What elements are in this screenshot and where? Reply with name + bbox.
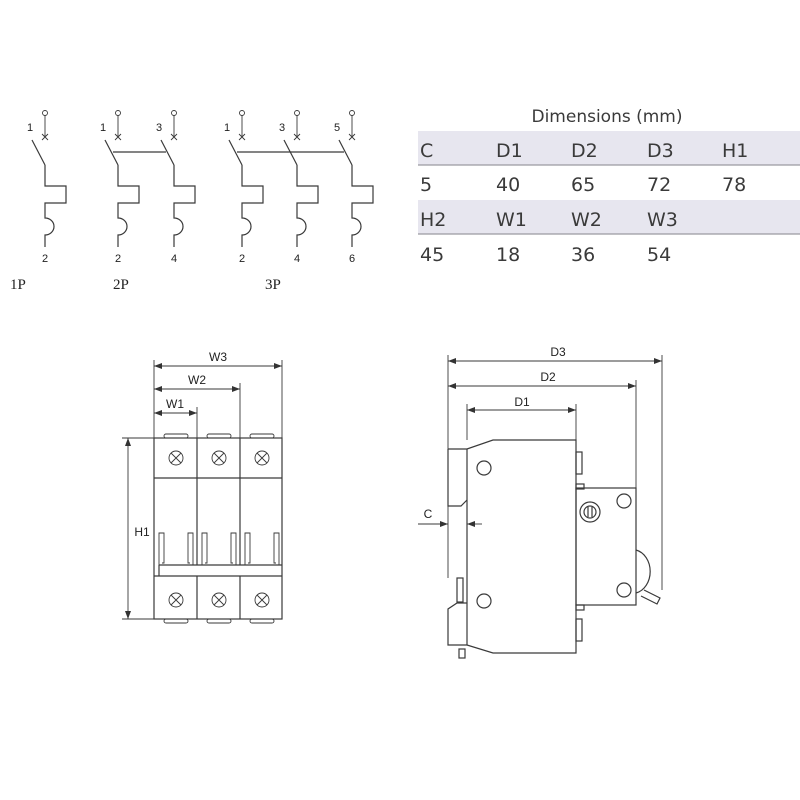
table-header-cell: W1 (496, 209, 527, 231)
pole-symbol: 12 (100, 110, 140, 265)
table-value-cell: 72 (647, 174, 671, 196)
header-band-1 (418, 131, 800, 165)
table-header-cell: D1 (496, 140, 523, 162)
top-tab (249, 433, 275, 439)
table-header-cell: H1 (722, 140, 748, 162)
terminal-in-label: 1 (224, 122, 230, 134)
table-header-cell: D3 (647, 140, 674, 162)
table-header-cell: W2 (571, 209, 602, 231)
w3-label: W3 (209, 350, 227, 364)
terminal-in-label: 3 (279, 122, 285, 134)
terminal-out-label: 2 (239, 253, 245, 265)
header-band-2 (418, 200, 800, 234)
table-title: Dimensions (mm) (531, 107, 682, 127)
pole-symbol: 12 (27, 110, 67, 265)
side-view: D3 D2 D1 C (418, 345, 663, 659)
c-label: C (424, 507, 433, 521)
table-value-cell: 65 (571, 174, 595, 196)
table-value-cell: 45 (420, 244, 444, 266)
table-value-cell: 78 (722, 174, 746, 196)
busbar-comb (158, 532, 194, 565)
table-value-cell: 36 (571, 244, 595, 266)
table-value-cell: 40 (496, 174, 520, 196)
terminal-screw-icon (168, 450, 184, 466)
top-tab (163, 433, 189, 439)
bottom-tab (249, 618, 275, 624)
pole-symbol: 56 (334, 110, 374, 265)
d1-label: D1 (514, 395, 530, 409)
d3-label: D3 (550, 345, 566, 359)
table-header-cell: C (420, 140, 433, 162)
pole-type-label: 3P (265, 277, 281, 293)
terminal-out-label: 4 (171, 253, 177, 265)
terminal-out-label: 2 (42, 253, 48, 265)
table-header-cell: H2 (420, 209, 446, 231)
busbar-comb (201, 532, 237, 565)
table-value-cell: 5 (420, 174, 432, 196)
terminal-in-label: 3 (156, 122, 162, 134)
table-header-cell: W3 (647, 209, 678, 231)
terminal-out-label: 6 (349, 253, 355, 265)
table-value-cell: 54 (647, 244, 671, 266)
pole-type-label: 1P (10, 277, 26, 293)
h1-label: H1 (134, 525, 150, 539)
bottom-tab (206, 618, 232, 624)
pole-type-label: 2P (113, 277, 129, 293)
terminal-screw-icon (254, 592, 270, 608)
w1-label: W1 (166, 397, 184, 411)
terminal-screw-icon (168, 592, 184, 608)
terminal-out-label: 4 (294, 253, 300, 265)
table-header-cell: D2 (571, 140, 598, 162)
terminal-in-label: 5 (334, 122, 340, 134)
terminal-in-label: 1 (100, 122, 106, 134)
busbar-comb (244, 532, 280, 565)
terminal-in-label: 1 (27, 122, 33, 134)
w2-label: W2 (188, 373, 206, 387)
d2-label: D2 (540, 370, 556, 384)
pole-symbol: 34 (156, 110, 196, 265)
bottom-tab (163, 618, 189, 624)
front-view: W3 W2 W1 H1 (122, 350, 283, 624)
top-tab (206, 433, 232, 439)
terminal-screw-icon (211, 450, 227, 466)
terminal-screw-icon (254, 450, 270, 466)
terminal-out-label: 2 (115, 253, 121, 265)
table-value-cell: 18 (496, 244, 520, 266)
terminal-screw-icon (211, 592, 227, 608)
adjust-screw-icon (579, 501, 601, 523)
pole-symbol: 34 (279, 110, 319, 265)
pole-symbol: 12 (224, 110, 264, 265)
